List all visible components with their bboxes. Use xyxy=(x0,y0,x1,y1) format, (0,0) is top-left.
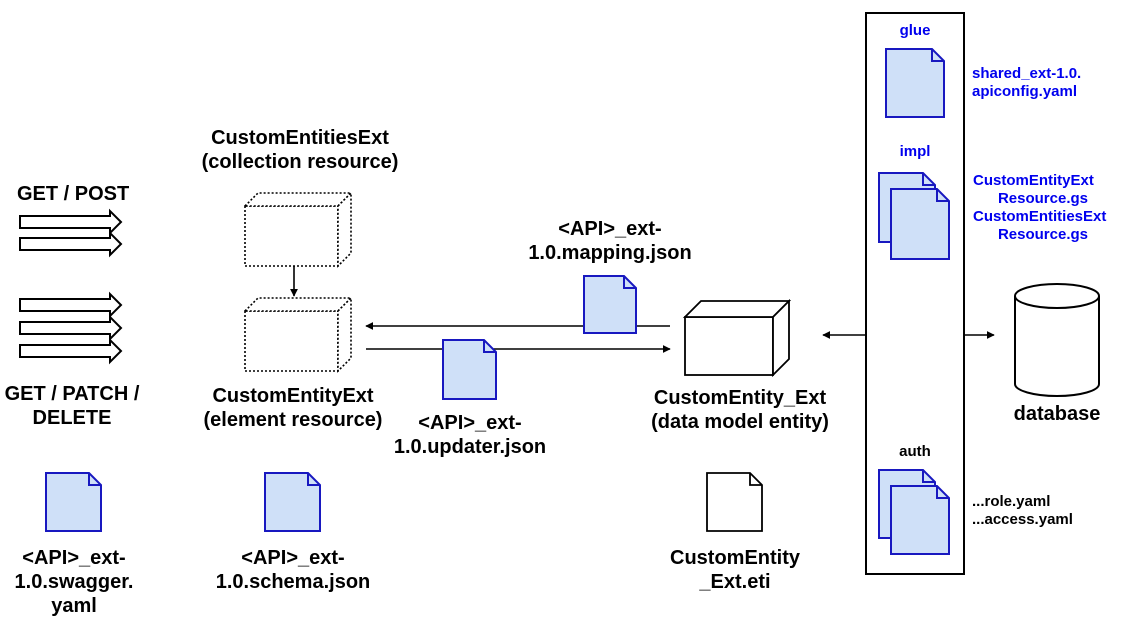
impl-title: impl xyxy=(899,143,931,160)
glue-file-label: shared_ext-1.0. apiconfig.yaml xyxy=(972,65,1081,101)
hollow-arrow xyxy=(19,230,123,258)
mapping-file-icon xyxy=(583,275,637,334)
updater-file-line1: <API>_ext- xyxy=(418,412,522,434)
eti-file-icon xyxy=(706,472,763,532)
collection-resource-cube xyxy=(243,191,353,268)
impl-file1-line2: Resource.gs xyxy=(997,190,1089,207)
entity-label: CustomEntity_Ext (data model entity) xyxy=(630,386,850,434)
collection-method-arrows xyxy=(19,208,123,258)
mapping-file-label: <API>_ext- 1.0.mapping.json xyxy=(500,217,720,265)
eti-file-line2: _Ext.eti xyxy=(699,571,771,593)
impl-files-label: CustomEntityExt Resource.gs CustomEntiti… xyxy=(966,172,1120,244)
impl-file2-line2: Resource.gs xyxy=(997,226,1089,243)
updater-file-line2: 1.0.updater.json xyxy=(393,436,547,458)
collection-resource-label: CustomEntitiesExt (collection resource) xyxy=(190,126,410,174)
data-model-entity-cube xyxy=(682,298,792,378)
updater-file-label: <API>_ext- 1.0.updater.json xyxy=(360,411,580,459)
entity-desc: (data model entity) xyxy=(651,411,829,433)
mapping-file-line1: <API>_ext- xyxy=(558,218,662,240)
collection-resource-desc: (collection resource) xyxy=(201,151,399,173)
auth-title: auth xyxy=(899,443,931,460)
element-resource-desc: (element resource) xyxy=(203,409,383,431)
swagger-file-line3: yaml xyxy=(51,595,97,617)
mapping-file-line2: 1.0.mapping.json xyxy=(528,242,692,264)
element-methods-line1: GET / PATCH / xyxy=(4,383,140,405)
impl-files-icon xyxy=(878,172,950,260)
updater-file-icon xyxy=(442,339,497,400)
auth-file2: ...access.yaml xyxy=(972,511,1073,528)
element-resource-cube xyxy=(243,296,353,373)
element-resource-name: CustomEntityExt xyxy=(212,385,374,407)
collection-resource-name: CustomEntitiesExt xyxy=(211,127,389,149)
entity-name: CustomEntity_Ext xyxy=(653,387,827,409)
element-methods-label: GET / PATCH / DELETE xyxy=(0,382,144,430)
element-method-arrows xyxy=(19,291,123,365)
auth-files-icon xyxy=(878,469,950,555)
glue-title: glue xyxy=(899,22,931,39)
eti-file-label: CustomEntity _Ext.eti xyxy=(640,546,830,594)
hollow-arrow xyxy=(19,208,123,236)
collection-methods-label: GET / POST xyxy=(17,183,130,205)
hollow-arrow xyxy=(19,337,123,365)
schema-file-icon xyxy=(264,472,321,532)
swagger-file-line2: 1.0.swagger. xyxy=(14,571,134,593)
eti-file-line1: CustomEntity xyxy=(670,547,800,569)
schema-file-line1: <API>_ext- xyxy=(241,547,345,569)
glue-file-line1: shared_ext-1.0. xyxy=(972,65,1082,82)
database-label: database xyxy=(1013,403,1101,425)
impl-file2-line1: CustomEntitiesExt xyxy=(973,208,1107,225)
auth-files-label: ...role.yaml ...access.yaml xyxy=(972,493,1073,529)
swagger-file-label: <API>_ext- 1.0.swagger. yaml xyxy=(0,546,148,618)
glue-file-icon xyxy=(885,48,945,118)
hollow-arrow xyxy=(19,291,123,319)
glue-file-line2: apiconfig.yaml xyxy=(972,83,1078,100)
schema-file-label: <API>_ext- 1.0.schema.json xyxy=(190,546,396,594)
auth-file1: ...role.yaml xyxy=(972,493,1051,510)
schema-file-line2: 1.0.schema.json xyxy=(215,571,371,593)
hollow-arrow xyxy=(19,314,123,342)
element-methods-line2: DELETE xyxy=(32,407,112,429)
swagger-file-line1: <API>_ext- xyxy=(22,547,126,569)
element-resource-label: CustomEntityExt (element resource) xyxy=(190,384,396,432)
database-cylinder-icon xyxy=(1014,283,1100,397)
swagger-file-icon xyxy=(45,472,102,532)
impl-file1-line1: CustomEntityExt xyxy=(973,172,1094,189)
